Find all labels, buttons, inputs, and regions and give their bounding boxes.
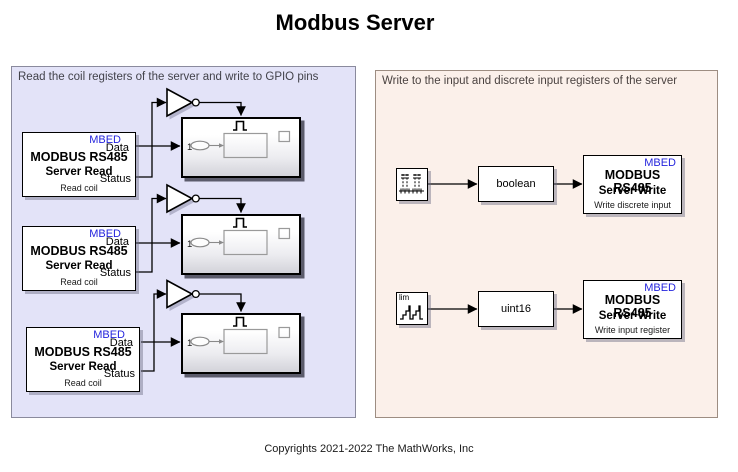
annotation-square-icon <box>278 130 291 143</box>
trigger-pulse-icon <box>233 120 247 131</box>
mbed-tag: MBED <box>644 157 676 169</box>
modbus-server-read-block-1[interactable]: MBED Data MODBUS RS485 Server Read Statu… <box>22 132 136 197</box>
inner-block-icon <box>223 328 268 355</box>
annotation-square-icon <box>278 326 291 339</box>
conversion-label: uint16 <box>501 303 531 315</box>
block-name: Write input register <box>594 325 671 335</box>
mbed-tag: MBED <box>93 329 125 341</box>
triggered-subsystem-3[interactable]: 1 <box>181 313 301 374</box>
counter-limit-label: lim <box>399 293 410 302</box>
uint16-conversion-block[interactable]: uint16 <box>478 291 554 327</box>
inner-block-icon <box>223 229 268 256</box>
block-subtitle: Server Write <box>598 185 667 197</box>
model-title: Modbus Server <box>275 10 435 35</box>
block-name: Read coil <box>60 277 98 287</box>
annotation-square-icon <box>278 227 291 240</box>
conversion-label: boolean <box>496 178 536 190</box>
modbus-server-read-block-3[interactable]: MBED Data MODBUS RS485 Server Read Statu… <box>26 327 140 392</box>
modbus-server-write-block-2[interactable]: MBED MODBUS RS485 Server Write Write inp… <box>583 280 682 339</box>
inport-number: 1 <box>187 239 193 250</box>
write-register-annotation-panel: Write to the input and discrete input re… <box>375 70 718 418</box>
inport-oval-icon <box>190 237 210 248</box>
copyright-text: Copyrights 2021-2022 The MathWorks, Inc <box>264 443 474 455</box>
block-subtitle: Server Write <box>598 310 667 322</box>
data-port-label: Data <box>105 235 129 248</box>
modbus-server-read-block-2[interactable]: MBED Data MODBUS RS485 Server Read Statu… <box>22 226 136 291</box>
inport-oval-icon <box>190 336 210 347</box>
block-name: Read coil <box>64 378 102 388</box>
boolean-conversion-block[interactable]: boolean <box>478 166 554 202</box>
block-title: MODBUS RS485 <box>604 168 661 195</box>
block-title: MODBUS RS485 <box>30 244 128 258</box>
inport-number: 1 <box>187 142 193 153</box>
status-port-label: Status <box>99 172 131 185</box>
modbus-server-write-block-1[interactable]: MBED MODBUS RS485 Server Write Write dis… <box>583 155 682 214</box>
data-port-label: Data <box>109 336 133 349</box>
trigger-pulse-icon <box>233 217 247 228</box>
inner-wire-arrow <box>219 143 224 148</box>
data-port-label: Data <box>105 141 129 154</box>
block-title: MODBUS RS485 <box>30 150 128 164</box>
discrete-stems-icon <box>399 174 424 194</box>
right-panel-caption: Write to the input and discrete input re… <box>382 75 678 87</box>
inport-oval-icon <box>190 140 210 151</box>
block-name: Write discrete input <box>594 200 671 210</box>
status-port-label: Status <box>103 367 135 380</box>
left-panel-caption: Read the coil registers of the server an… <box>18 71 319 83</box>
inner-block-icon <box>223 132 268 159</box>
block-subtitle: Server Read <box>49 361 117 373</box>
mbed-tag: MBED <box>644 282 676 294</box>
block-title: MODBUS RS485 <box>34 345 132 359</box>
triggered-subsystem-1[interactable]: 1 <box>181 117 301 178</box>
inner-wire-arrow <box>219 339 224 344</box>
block-name: Read coil <box>60 183 98 193</box>
mbed-tag: MBED <box>89 228 121 240</box>
triggered-subsystem-2[interactable]: 1 <box>181 214 301 275</box>
block-title: MODBUS RS485 <box>604 293 661 320</box>
mbed-tag: MBED <box>89 134 121 146</box>
inner-wire-arrow <box>219 240 224 245</box>
discrete-pulse-source-block[interactable] <box>396 168 428 201</box>
status-port-label: Status <box>99 266 131 279</box>
inport-number: 1 <box>187 338 193 349</box>
stair-wave-icon <box>400 305 423 320</box>
block-subtitle: Server Read <box>45 260 113 272</box>
trigger-pulse-icon <box>233 316 247 327</box>
counter-limited-source-block[interactable]: lim <box>396 292 428 325</box>
block-subtitle: Server Read <box>45 166 113 178</box>
